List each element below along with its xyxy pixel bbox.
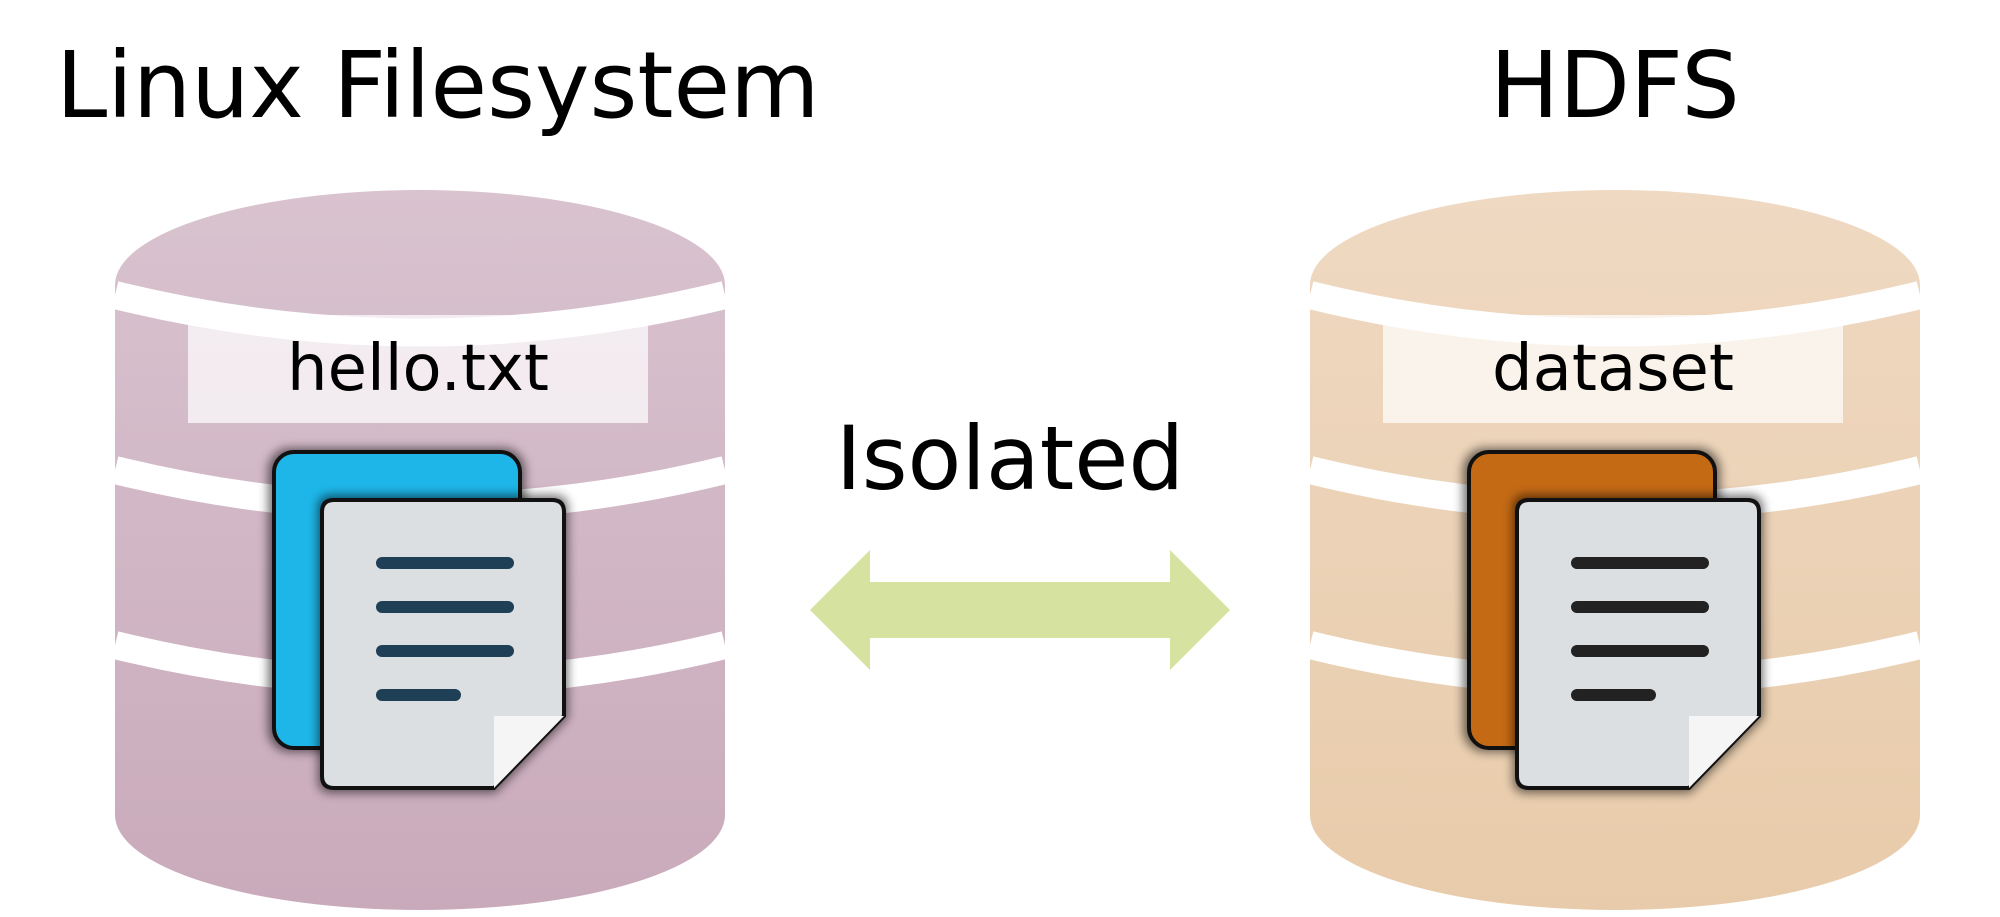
right-documents-icon [1463,448,1763,793]
right-item-label: dataset [1383,315,1843,423]
right-item-label-text: dataset [1492,332,1734,406]
left-store-title: Linux Filesystem [56,32,820,139]
right-store-title: HDFS [1490,32,1740,139]
relation-label: Isolated [835,407,1185,510]
left-item-label-text: hello.txt [287,332,549,406]
left-item-label: hello.txt [188,315,648,423]
left-documents-icon [268,448,568,793]
double-arrow-icon [810,550,1230,670]
